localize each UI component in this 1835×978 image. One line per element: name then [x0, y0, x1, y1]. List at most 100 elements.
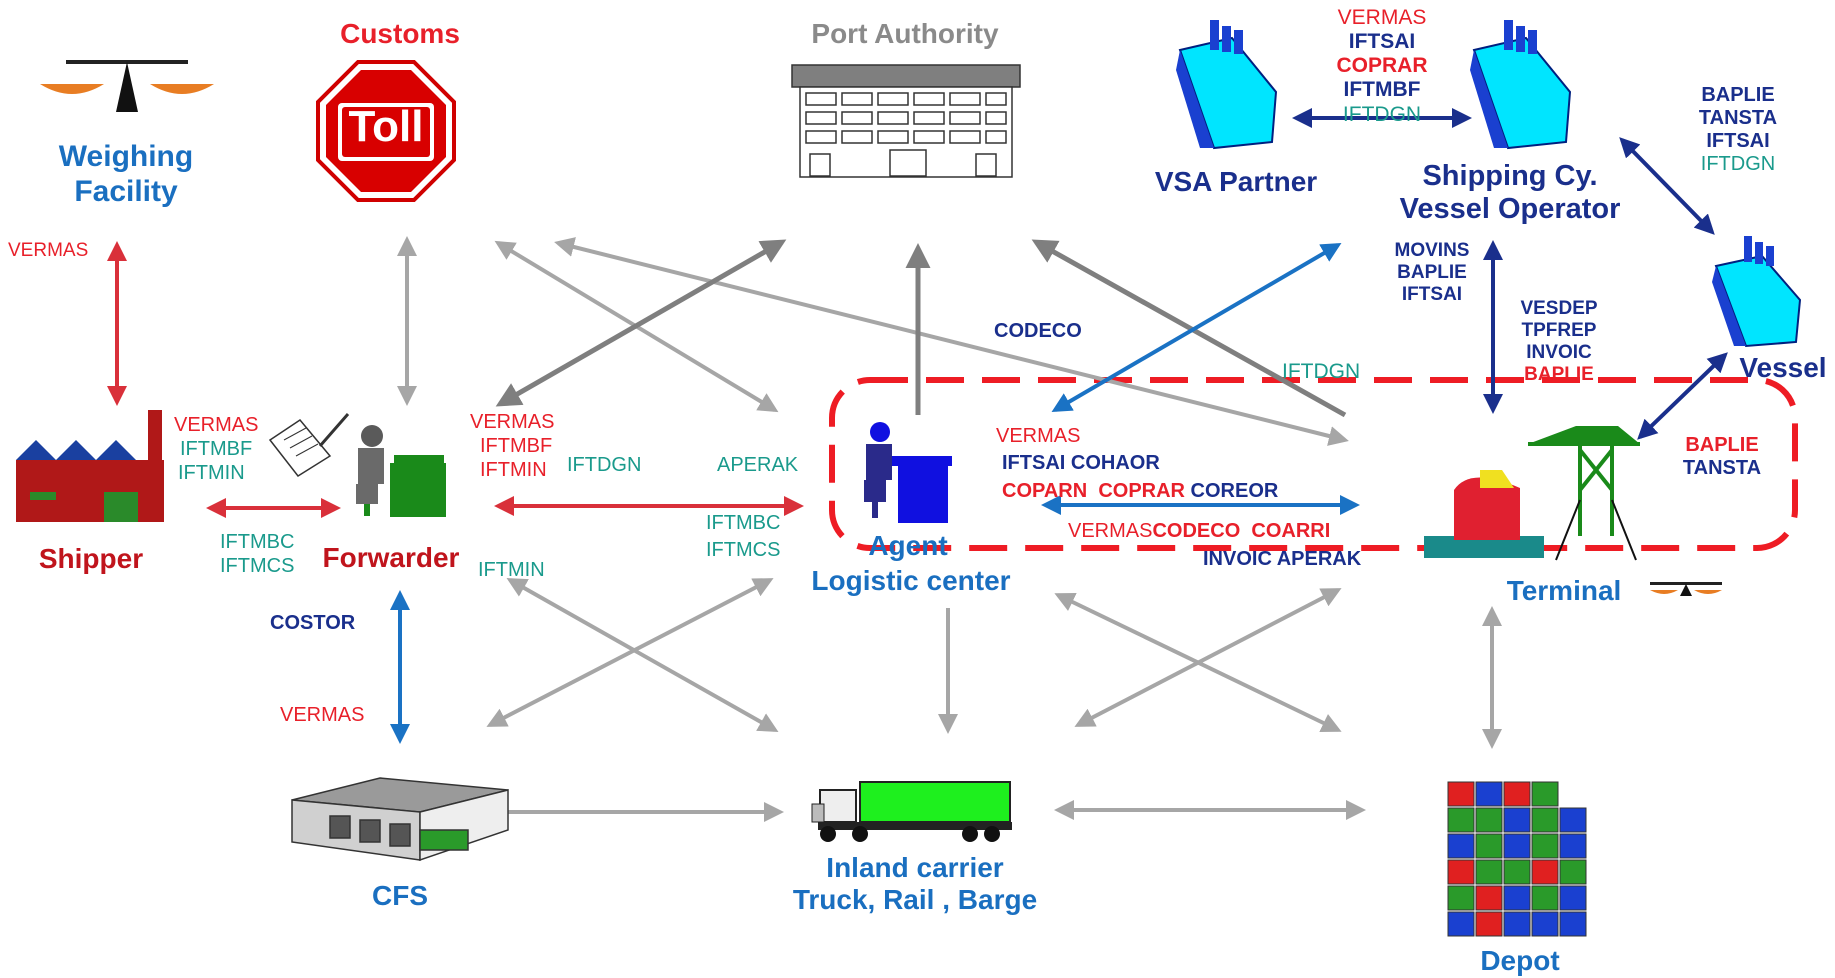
inland-carrier-label: Inland carrier Truck, Rail , Barge: [760, 852, 1070, 916]
msg-coprar: COPRAR: [1098, 480, 1185, 502]
msg-iftdgn: IFTDGN: [1700, 153, 1776, 175]
msg-baplie: BAPLIE: [1701, 84, 1775, 106]
msg-baplie: BAPLIE: [1685, 434, 1759, 456]
agent-label: Agent: [868, 530, 948, 561]
msg-iftmbc: IFTMBC: [706, 512, 781, 534]
msg-codeco-top: CODECO: [994, 320, 1082, 342]
msg-iftdgn: IFTDGN: [1342, 102, 1422, 126]
forwarder-agent-left-messages: VERMAS IFTMBF IFTMIN: [470, 410, 554, 482]
msg-iftsai: IFTSAI: [1401, 283, 1463, 305]
msg-coprar: COPRAR: [1336, 54, 1428, 78]
msg-vermas: VERMAS: [174, 414, 259, 436]
container-row-4: [1447, 859, 1587, 885]
truck-icon: [811, 781, 1012, 842]
forwarder-person-icon: [356, 425, 446, 517]
vsa-link-messages: VERMAS IFTSAI COPRAR IFTMBF IFTDGN: [1332, 6, 1432, 127]
msg-tpfrep: TPFREP: [1521, 319, 1597, 341]
shipping-terminal-left-messages: MOVINS BAPLIE IFTSAI: [1382, 240, 1482, 306]
msg-iftmin: IFTMIN: [178, 462, 245, 484]
navy-arrows: [1292, 108, 1728, 440]
msg-coreor: COREOR: [1190, 480, 1279, 502]
msg-fwd-agent-aperak: APERAK: [717, 454, 799, 476]
depot-containers-icon: [1447, 781, 1587, 937]
inland-label-line1: Inland carrier: [826, 852, 1004, 883]
terminal-zone-dashed-box: [829, 377, 1798, 551]
msg-baplie: BAPLIE: [1397, 261, 1467, 283]
msg-agent-terminal-vermas: VERMAS: [996, 425, 1081, 447]
arrow-port-forwarder: [495, 239, 787, 407]
shipper-label: Shipper: [38, 543, 144, 574]
msg-vesdep: VESDEP: [1520, 298, 1598, 319]
terminal-scale-icon: [1650, 582, 1722, 596]
shipper-forwarder-bottom-messages: IFTMBC IFTMCS: [220, 530, 294, 578]
msg-vermas: VERMAS: [1337, 6, 1427, 29]
arrow-shipping-vessel: [1619, 137, 1715, 235]
vsa-ship-icon: [1176, 20, 1278, 150]
agent-terminal-row2: COPARN COPRAR COREOR: [1002, 480, 1278, 503]
terminal-crane-ship-icon: [1424, 426, 1640, 561]
vsa-partner-label: VSA Partner: [1154, 166, 1318, 197]
msg-baplie: BAPLIE: [1524, 363, 1594, 385]
port-authority-building-icon: [791, 64, 1021, 178]
dark-gray-arrows: [495, 239, 1347, 418]
vessel-label: Vessel: [1739, 352, 1827, 383]
shipper-factory-icon: [16, 410, 164, 522]
cfs-label: CFS: [372, 880, 428, 911]
msg-iftmbf: IFTMBF: [1343, 78, 1421, 102]
container-row-5: [1447, 885, 1587, 911]
logistic-center-label: Logistic center: [811, 565, 1011, 596]
arrow-vessel-terminal: [1637, 352, 1728, 440]
shipping-label-line1: Shipping Cy.: [1422, 160, 1598, 192]
vessel-terminal-messages: BAPLIE TANSTA: [1672, 434, 1772, 480]
msg-iftmin: IFTMIN: [480, 459, 547, 481]
shipping-ship-icon: [1470, 20, 1572, 150]
msg-fwd-iftmin: IFTMIN: [478, 559, 545, 581]
depot-label: Depot: [1480, 945, 1560, 976]
agent-terminal-row3: VERMASCODECO COARRI: [1068, 520, 1330, 543]
msg-iftmcs: IFTMCS: [220, 555, 295, 577]
arrow-forwarder-inland: [506, 578, 779, 732]
msg-costor: COSTOR: [270, 612, 356, 634]
container-row-1: [1447, 781, 1559, 807]
cfs-warehouse-icon: [291, 777, 509, 862]
terminal-label: Terminal: [1506, 575, 1622, 606]
msg-iftmbc: IFTMBC: [220, 531, 295, 553]
msg-iftmcs: IFTMCS: [706, 539, 781, 561]
shipping-terminal-right-messages: VESDEP TPFREP INVOIC BAPLIE: [1506, 298, 1612, 385]
msg-iftmbf: IFTMBF: [180, 438, 253, 460]
msg-iftmbf: IFTMBF: [480, 435, 553, 457]
msg-iftsai: IFTSAI: [1348, 30, 1416, 54]
msg-vermas: VERMAS: [470, 411, 555, 433]
vessel-ship-icon: [1712, 236, 1802, 348]
agent-person-icon: [864, 422, 952, 523]
arrow-cfs-agent: [486, 578, 774, 727]
red-arrows: [107, 241, 804, 518]
msg-coparn: COPARN: [1002, 480, 1088, 502]
container-row-6: [1447, 911, 1587, 937]
vessel-link-messages: BAPLIE TANSTA IFTSAI IFTDGN: [1690, 84, 1786, 176]
weighing-facility-label: Weighing Facility: [36, 140, 216, 209]
msg-vermas: VERMAS: [1068, 520, 1153, 542]
msg-movins: MOVINS: [1394, 240, 1470, 261]
document-pen-icon: [268, 413, 350, 477]
forwarder-agent-right-messages: IFTMBC IFTMCS: [706, 510, 780, 564]
msg-agent-terminal-row4: INVOIC APERAK: [1203, 548, 1362, 570]
msg-iftdgn-top: IFTDGN: [1282, 360, 1361, 383]
arrow-agent-shipping: [1051, 242, 1342, 413]
container-row-3: [1447, 833, 1587, 859]
port-authority-label: Port Authority: [811, 18, 999, 49]
customs-label: Customs: [340, 18, 460, 49]
msg-tansta: TANSTA: [1682, 457, 1762, 479]
shipping-label-line2: Vessel Operator: [1399, 193, 1621, 226]
msg-agent-terminal-row1: IFTSAI COHAOR: [1002, 452, 1160, 474]
arrow-customs-terminal: [554, 237, 1349, 446]
weighing-label-line1: Weighing: [58, 140, 194, 173]
msg-weighing-vermas: VERMAS: [8, 240, 89, 261]
shipping-company-label: Shipping Cy. Vessel Operator: [1370, 160, 1650, 227]
msg-coarri: COARRI: [1251, 520, 1331, 542]
toll-sign-icon: [316, 60, 456, 202]
container-row-2: [1447, 807, 1587, 833]
msg-invoic: INVOIC: [1526, 341, 1592, 363]
shipper-forwarder-top-messages: VERMAS IFTMBF IFTMIN: [174, 413, 258, 485]
